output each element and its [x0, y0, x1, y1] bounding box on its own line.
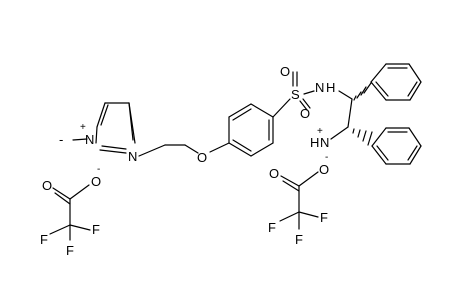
- ether-oxygen-label: O: [197, 150, 207, 165]
- bond: [408, 63, 422, 83]
- bond: [282, 180, 300, 192]
- imidazolium-n-charge: +: [80, 122, 86, 133]
- tfa-left-f3: F: [66, 243, 74, 258]
- bond: [298, 171, 319, 187]
- ammonium-charge: +: [317, 126, 323, 137]
- hash: [360, 86, 367, 96]
- bond: [280, 175, 300, 187]
- bond: [371, 127, 387, 147]
- hash: [367, 131, 373, 146]
- bond: [232, 139, 252, 152]
- bond: [250, 103, 274, 118]
- s-o-double-bond: [302, 98, 311, 109]
- bond: [376, 145, 389, 161]
- stereo-wedge-top: [353, 82, 372, 101]
- tfa-left-f1: F: [40, 232, 48, 247]
- ammonium-h-label: H: [310, 135, 319, 150]
- sulfonyl-oxygen-top: O: [280, 64, 290, 79]
- bond: [409, 145, 422, 165]
- hash: [362, 130, 367, 142]
- bond: [101, 145, 127, 150]
- trifluoroacetate-right: [279, 171, 319, 230]
- sulfur-label: S: [291, 87, 300, 102]
- tfa-right-f2: F: [320, 210, 328, 225]
- tfa-left-oxygen-double: O: [42, 178, 52, 193]
- methyl-label: -: [59, 132, 63, 147]
- bond: [375, 81, 389, 97]
- bond: [370, 81, 387, 101]
- bond: [69, 184, 90, 200]
- bond: [54, 192, 71, 205]
- bond: [99, 149, 127, 154]
- bond: [228, 103, 252, 118]
- phenylene-ring: [228, 103, 274, 157]
- n-c-bond: [338, 90, 353, 100]
- c-s-bond: [272, 98, 291, 118]
- bond: [408, 127, 422, 147]
- bond: [228, 142, 252, 157]
- bond: [52, 187, 71, 200]
- tfa-left-charge: -: [97, 164, 100, 175]
- bond: [407, 81, 418, 97]
- imidazolium-n-alkyl: N: [128, 149, 137, 164]
- bond: [95, 126, 98, 144]
- tfa-right-charge: -: [325, 152, 328, 163]
- bond: [69, 224, 91, 231]
- bond: [370, 63, 387, 83]
- hash: [357, 129, 361, 138]
- sulfonamide-h-label: H: [326, 80, 335, 95]
- sulfonyl-oxygen-bottom: O: [300, 106, 310, 121]
- hash: [353, 95, 357, 101]
- bond: [250, 142, 274, 157]
- c-n-bond: [330, 126, 349, 140]
- phenyl-ring-lower: [371, 127, 422, 165]
- hash: [363, 82, 372, 94]
- bond: [100, 104, 109, 126]
- trifluoroacetate-left: [49, 184, 91, 241]
- bond: [409, 81, 422, 101]
- sulfonamide-n-label: N: [315, 80, 324, 95]
- bond: [279, 211, 300, 222]
- bond: [49, 224, 71, 235]
- backbone-bond: [347, 98, 353, 128]
- tfa-right-f1: F: [268, 220, 276, 235]
- tfa-left-f2: F: [92, 222, 100, 237]
- tfa-right-oxygen-single: O: [319, 162, 329, 177]
- imidazolium-n-methyl: N: [85, 132, 94, 147]
- s-o-double-bond: [299, 100, 308, 111]
- ammonium-n-label: N: [320, 135, 329, 150]
- tfa-right-oxygen-double: O: [269, 166, 279, 181]
- hash: [356, 91, 362, 99]
- stereo-wedge-bottom: [352, 128, 373, 146]
- tfa-right-f3: F: [295, 232, 303, 247]
- tfa-left-oxygen-single: O: [91, 174, 101, 189]
- bond: [232, 108, 252, 121]
- bond: [371, 145, 387, 165]
- imidazolium-ring: [95, 102, 136, 154]
- bond: [298, 211, 319, 218]
- hash: [352, 128, 355, 134]
- bond: [96, 102, 106, 128]
- linker-bond: [138, 144, 166, 157]
- linker-bond: [184, 144, 199, 154]
- bond: [128, 102, 134, 141]
- phenyl-ring-upper: [370, 63, 422, 101]
- bond: [407, 145, 418, 161]
- linker-bond: [209, 142, 230, 153]
- s-n-bond: [303, 90, 315, 95]
- methyl-bond: [72, 138, 88, 141]
